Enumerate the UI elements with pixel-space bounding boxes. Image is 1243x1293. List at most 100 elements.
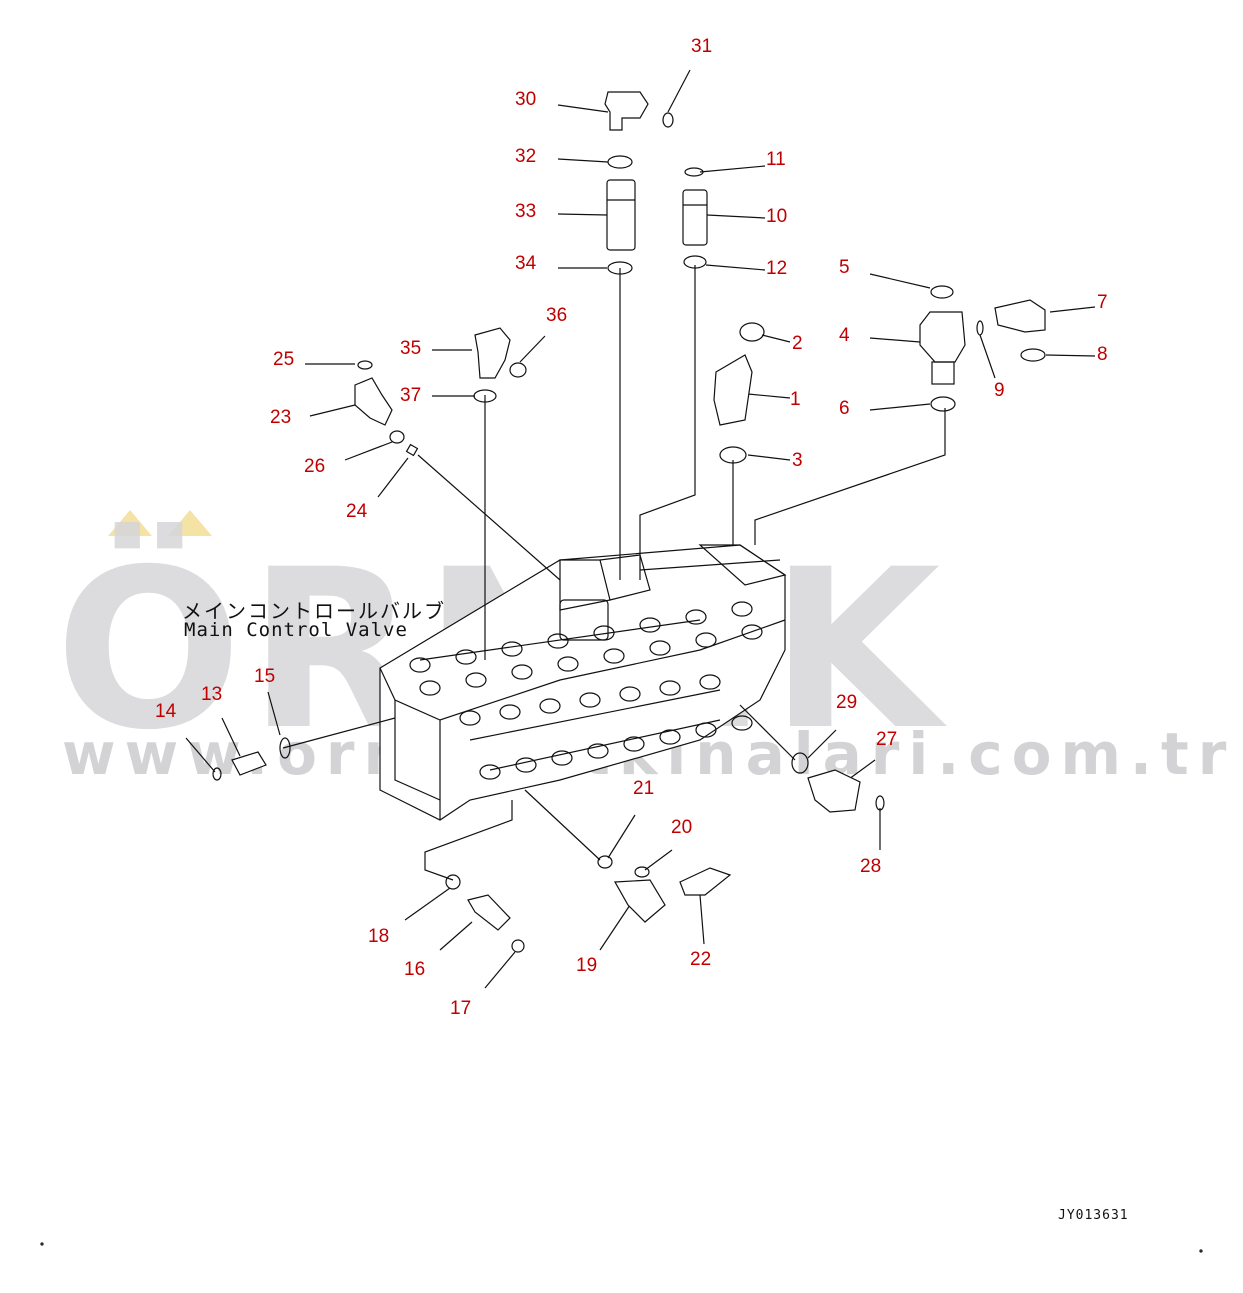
callout-27: 27 — [876, 729, 898, 750]
part-27-elbow — [807, 769, 861, 813]
part-30-elbow — [604, 91, 649, 131]
callout-5: 5 — [839, 257, 850, 278]
valve-port — [557, 656, 579, 672]
callout-31: 31 — [691, 36, 713, 57]
valve-port — [499, 704, 521, 720]
callout-6: 6 — [839, 398, 850, 419]
part-15-oring — [279, 737, 291, 759]
watermark-accent-right — [168, 510, 212, 536]
callout-28: 28 — [860, 856, 882, 877]
part-24-plug — [405, 443, 419, 457]
valve-port — [539, 698, 561, 714]
part-26-oring — [389, 430, 405, 444]
callout-13: 13 — [201, 684, 223, 705]
connection-lines — [282, 265, 946, 881]
callout-18: 18 — [368, 926, 390, 947]
valve-port — [511, 664, 533, 680]
valve-port — [465, 672, 487, 688]
callout-37: 37 — [400, 385, 422, 406]
part-33-fitting — [606, 179, 636, 251]
part-3-oring — [719, 446, 747, 464]
callout-36: 36 — [546, 305, 568, 326]
callout-25: 25 — [273, 349, 295, 370]
part-31-oring — [662, 112, 674, 128]
part-25-oring — [357, 360, 373, 370]
valve-port — [551, 750, 573, 766]
part-14-oring — [212, 767, 222, 781]
part-32-oring — [607, 155, 633, 169]
callout-pointers — [185, 69, 1096, 989]
callout-33: 33 — [515, 201, 537, 222]
part-19-sensor — [614, 879, 666, 923]
valve-port — [459, 710, 481, 726]
callout-10: 10 — [766, 206, 788, 227]
part-17-oring — [511, 939, 525, 953]
callout-29: 29 — [836, 692, 858, 713]
callout-30: 30 — [515, 89, 537, 110]
part-20-oring — [634, 866, 650, 878]
callout-14: 14 — [155, 701, 177, 722]
part-1-elbow — [713, 354, 753, 426]
valve-port — [731, 601, 753, 617]
callout-12: 12 — [766, 258, 788, 279]
valve-port — [419, 680, 441, 696]
ink-specks — [40, 1242, 1203, 1253]
callout-34: 34 — [515, 253, 537, 274]
watermark-accent-left — [108, 510, 152, 536]
valve-port — [659, 729, 681, 745]
valve-port — [593, 625, 615, 641]
callout-1: 1 — [790, 389, 801, 410]
callout-9: 9 — [994, 380, 1005, 401]
valve-port — [649, 640, 671, 656]
valve-port — [409, 657, 431, 673]
callout-21: 21 — [633, 778, 655, 799]
callout-17: 17 — [450, 998, 472, 1019]
valve-port — [603, 648, 625, 664]
part-28-oring — [875, 795, 885, 811]
valve-port — [479, 764, 501, 780]
callout-11: 11 — [766, 149, 786, 170]
part-13-connector — [231, 751, 267, 776]
callout-15: 15 — [254, 666, 276, 687]
callout-24: 24 — [346, 501, 368, 522]
callout-22: 22 — [690, 949, 712, 970]
valve-port — [731, 715, 753, 731]
part-7-elbow — [994, 299, 1046, 333]
callout-23: 23 — [270, 407, 292, 428]
part-22-sensor — [679, 867, 732, 896]
part-10-fitting — [682, 189, 708, 246]
part-12-oring — [683, 255, 707, 269]
part-18-oring — [445, 874, 461, 890]
callout-4: 4 — [839, 325, 850, 346]
valve-port — [659, 680, 681, 696]
part-6-oring — [930, 396, 956, 412]
part-34-oring — [607, 261, 633, 275]
valve-port — [501, 641, 523, 657]
valve-port — [639, 617, 661, 633]
valve-port — [695, 722, 717, 738]
part-35-elbow — [474, 327, 511, 379]
valve-port — [579, 692, 601, 708]
valve-port — [741, 624, 763, 640]
valve-port — [699, 674, 721, 690]
part-23-elbow — [354, 377, 393, 426]
callout-16: 16 — [404, 959, 426, 980]
main-control-valve-body — [379, 544, 787, 821]
valve-port — [685, 609, 707, 625]
callout-20: 20 — [671, 817, 693, 838]
callout-2: 2 — [792, 333, 803, 354]
valve-port — [619, 686, 641, 702]
valve-port — [515, 757, 537, 773]
valve-port — [547, 633, 569, 649]
valve-port — [695, 632, 717, 648]
part-11-oring — [684, 167, 704, 177]
valve-port — [587, 743, 609, 759]
part-2-cap — [739, 322, 765, 342]
callout-26: 26 — [304, 456, 326, 477]
callout-19: 19 — [576, 955, 598, 976]
title-english: Main Control Valve — [184, 619, 408, 641]
callout-7: 7 — [1097, 292, 1108, 313]
callout-35: 35 — [400, 338, 422, 359]
